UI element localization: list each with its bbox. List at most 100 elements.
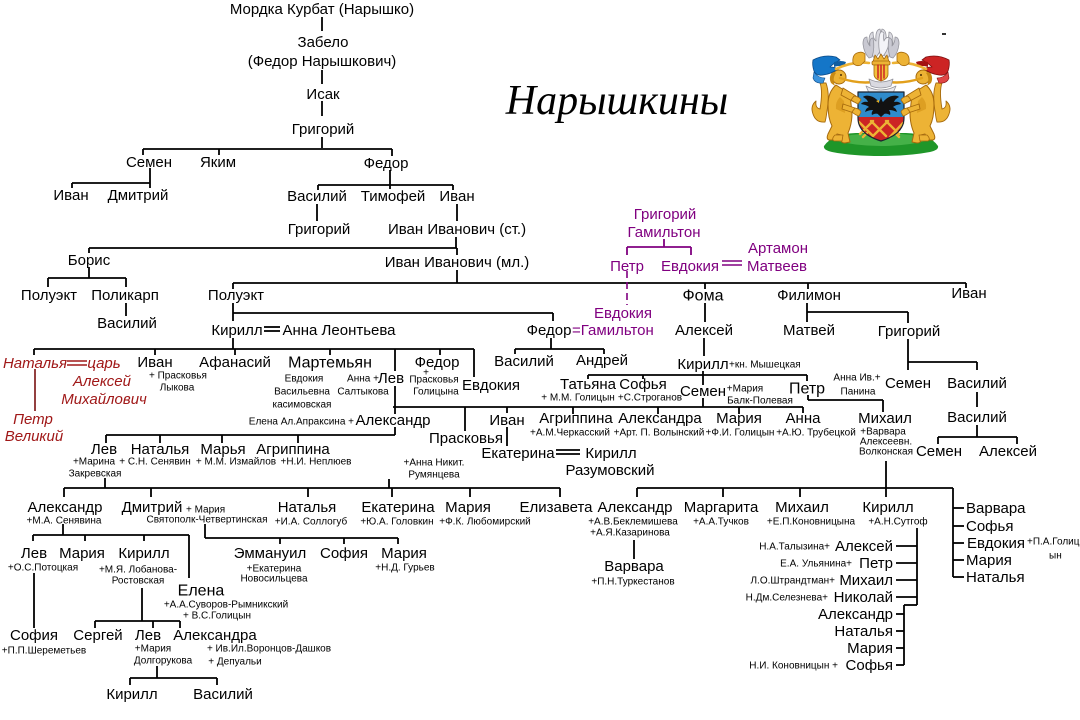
svg-text:Кирилл: Кирилл	[677, 356, 728, 373]
svg-text:Алексеевн.: Алексеевн.	[860, 437, 912, 448]
svg-text:+кн. Мышецкая: +кн. Мышецкая	[729, 360, 801, 371]
svg-text:Голицына: Голицына	[413, 387, 459, 398]
svg-text:Л.О.Штрандтман+: Л.О.Штрандтман+	[750, 576, 835, 587]
svg-text:Дмитрий: Дмитрий	[108, 187, 169, 204]
svg-text:+С.Строганов: +С.Строганов	[618, 393, 682, 404]
svg-text:+А.Ю. Трубецкой: +А.Ю. Трубецкой	[776, 427, 856, 439]
svg-text:Иван: Иван	[439, 188, 474, 205]
svg-text:Лев: Лев	[91, 441, 117, 458]
svg-text:Софья: Софья	[846, 657, 893, 674]
svg-text:Михаил: Михаил	[858, 410, 912, 427]
svg-text:Нарышкины: Нарышкины	[505, 78, 728, 124]
svg-text:Александра: Александра	[173, 627, 257, 644]
svg-text:Матвей: Матвей	[783, 322, 835, 339]
svg-text:Н.Дм.Селезнева+: Н.Дм.Селезнева+	[746, 593, 828, 604]
svg-text:+Мария: +Мария	[135, 644, 171, 655]
svg-text:Семен: Семен	[680, 383, 726, 400]
svg-text:+А.А.Суворов-Рымникский: +А.А.Суворов-Рымникский	[164, 600, 288, 611]
svg-text:Алексей: Алексей	[675, 322, 733, 339]
svg-text:Кирилл: Кирилл	[106, 686, 157, 703]
svg-text:Наталья: Наталья	[834, 623, 893, 640]
svg-text:Василий: Василий	[97, 315, 157, 332]
svg-text:Наталья: Наталья	[131, 441, 190, 458]
svg-text:+ М.М. Измайлов: + М.М. Измайлов	[196, 457, 276, 468]
svg-text:Артамон: Артамон	[748, 240, 808, 257]
svg-text:Василий: Василий	[287, 188, 347, 205]
svg-text:Варвара: Варвара	[604, 558, 664, 575]
svg-text:(Федор Нарышкович): (Федор Нарышкович)	[248, 53, 397, 70]
svg-text:Филимон: Филимон	[777, 287, 841, 304]
svg-text:Федор: Федор	[364, 155, 409, 172]
svg-text:+А.Я.Казаринова: +А.Я.Казаринова	[590, 528, 670, 539]
svg-text:Мария: Мария	[381, 545, 427, 562]
svg-text:Петр: Петр	[610, 258, 644, 275]
svg-text:Софья: Софья	[619, 376, 666, 393]
svg-text:Григорий: Григорий	[634, 206, 697, 223]
svg-text:Екатерина: Екатерина	[361, 499, 435, 516]
svg-text:Василий: Василий	[947, 375, 1007, 392]
svg-text:Наталья: Наталья	[966, 569, 1025, 586]
svg-text:Маргарита: Маргарита	[684, 499, 759, 516]
svg-text:Поликарп: Поликарп	[91, 287, 159, 304]
svg-text:+Ю.А. Головкин: +Ю.А. Головкин	[360, 517, 433, 528]
svg-text:Марья: Марья	[200, 441, 245, 458]
svg-text:Петр: Петр	[13, 411, 53, 428]
svg-text:Евдокия: Евдокия	[661, 258, 719, 275]
svg-text:Семен: Семен	[126, 154, 172, 171]
svg-text:Александр: Александр	[818, 606, 893, 623]
svg-text:+Ф.К. Любомирский: +Ф.К. Любомирский	[439, 516, 531, 528]
svg-text:Евдокия: Евдокия	[462, 377, 520, 394]
svg-text:+О.С.Потоцкая: +О.С.Потоцкая	[8, 563, 78, 574]
svg-text:Дмитрий: Дмитрий	[122, 499, 183, 516]
svg-text:Михайлович: Михайлович	[61, 391, 147, 408]
svg-text:Иван Иванович (ст.): Иван Иванович (ст.)	[388, 221, 526, 238]
svg-text:Иван: Иван	[951, 285, 986, 302]
svg-text:Семен: Семен	[916, 443, 962, 460]
svg-text:Наталья: Наталья	[278, 499, 337, 516]
svg-text:Мария: Мария	[966, 552, 1012, 569]
svg-text:+Анна Никит.: +Анна Никит.	[404, 458, 465, 469]
svg-text:Новосильцева: Новосильцева	[240, 574, 308, 585]
svg-text:+Варвара: +Варвара	[860, 427, 906, 438]
svg-text:Софья: Софья	[966, 518, 1013, 535]
svg-text:Великий: Великий	[5, 428, 64, 445]
svg-text:касимовская: касимовская	[273, 400, 332, 411]
svg-text:Полуэкт: Полуэкт	[208, 287, 264, 304]
svg-text:Агриппина: Агриппина	[539, 410, 613, 427]
svg-text:+ Прасковья: + Прасковья	[149, 371, 207, 382]
svg-text:Варвара: Варвара	[966, 500, 1026, 517]
svg-text:Алексей: Алексей	[835, 538, 893, 555]
svg-text:+М.А. Сенявина: +М.А. Сенявина	[27, 516, 102, 527]
svg-text:+ В.С.Голицын: + В.С.Голицын	[183, 611, 251, 622]
svg-text:Мордка Курбат (Нарышко): Мордка Курбат (Нарышко)	[230, 1, 414, 18]
svg-text:Анна Ив.+: Анна Ив.+	[833, 373, 880, 384]
svg-text:Григорий: Григорий	[292, 121, 355, 138]
svg-text:Мария: Мария	[716, 410, 762, 427]
svg-text:+М.Я. Лобанова-: +М.Я. Лобанова-	[99, 564, 177, 576]
svg-text:Лев: Лев	[21, 545, 47, 562]
svg-text:Федор: Федор	[415, 354, 460, 371]
svg-text:Панина: Панина	[841, 387, 876, 398]
svg-text:Михаил: Михаил	[839, 572, 893, 589]
svg-text:+А.А.Тучков: +А.А.Тучков	[693, 517, 749, 528]
svg-text:Агриппина: Агриппина	[256, 441, 330, 458]
svg-text:Григорий: Григорий	[878, 323, 941, 340]
svg-text:Василий: Василий	[947, 409, 1007, 426]
svg-text:Иван Иванович (мл.): Иван Иванович (мл.)	[385, 254, 529, 271]
svg-text:Мария: Мария	[445, 499, 491, 516]
svg-text:Петр: Петр	[789, 381, 825, 398]
svg-text:Михаил: Михаил	[775, 499, 829, 516]
svg-text:+И.А. Соллогуб: +И.А. Соллогуб	[275, 516, 348, 528]
svg-text:Тимофей: Тимофей	[361, 188, 426, 205]
svg-text:+ С.Н. Сенявин: + С.Н. Сенявин	[119, 457, 191, 468]
svg-text:Василий: Василий	[494, 353, 554, 370]
svg-text:Кирилл: Кирилл	[585, 445, 636, 462]
svg-text:Гамильтон: Гамильтон	[627, 224, 700, 241]
svg-text:Забело: Забело	[298, 34, 349, 51]
svg-text:+А.М.Черкасский: +А.М.Черкасский	[530, 428, 610, 439]
svg-text:Татьяна: Татьяна	[560, 376, 617, 393]
svg-text:Васильевна: Васильевна	[274, 387, 330, 398]
svg-text:Александр: Александр	[597, 499, 672, 516]
svg-text:+Екатерина: +Екатерина	[247, 564, 302, 575]
svg-text:Евдокия: Евдокия	[285, 374, 324, 385]
